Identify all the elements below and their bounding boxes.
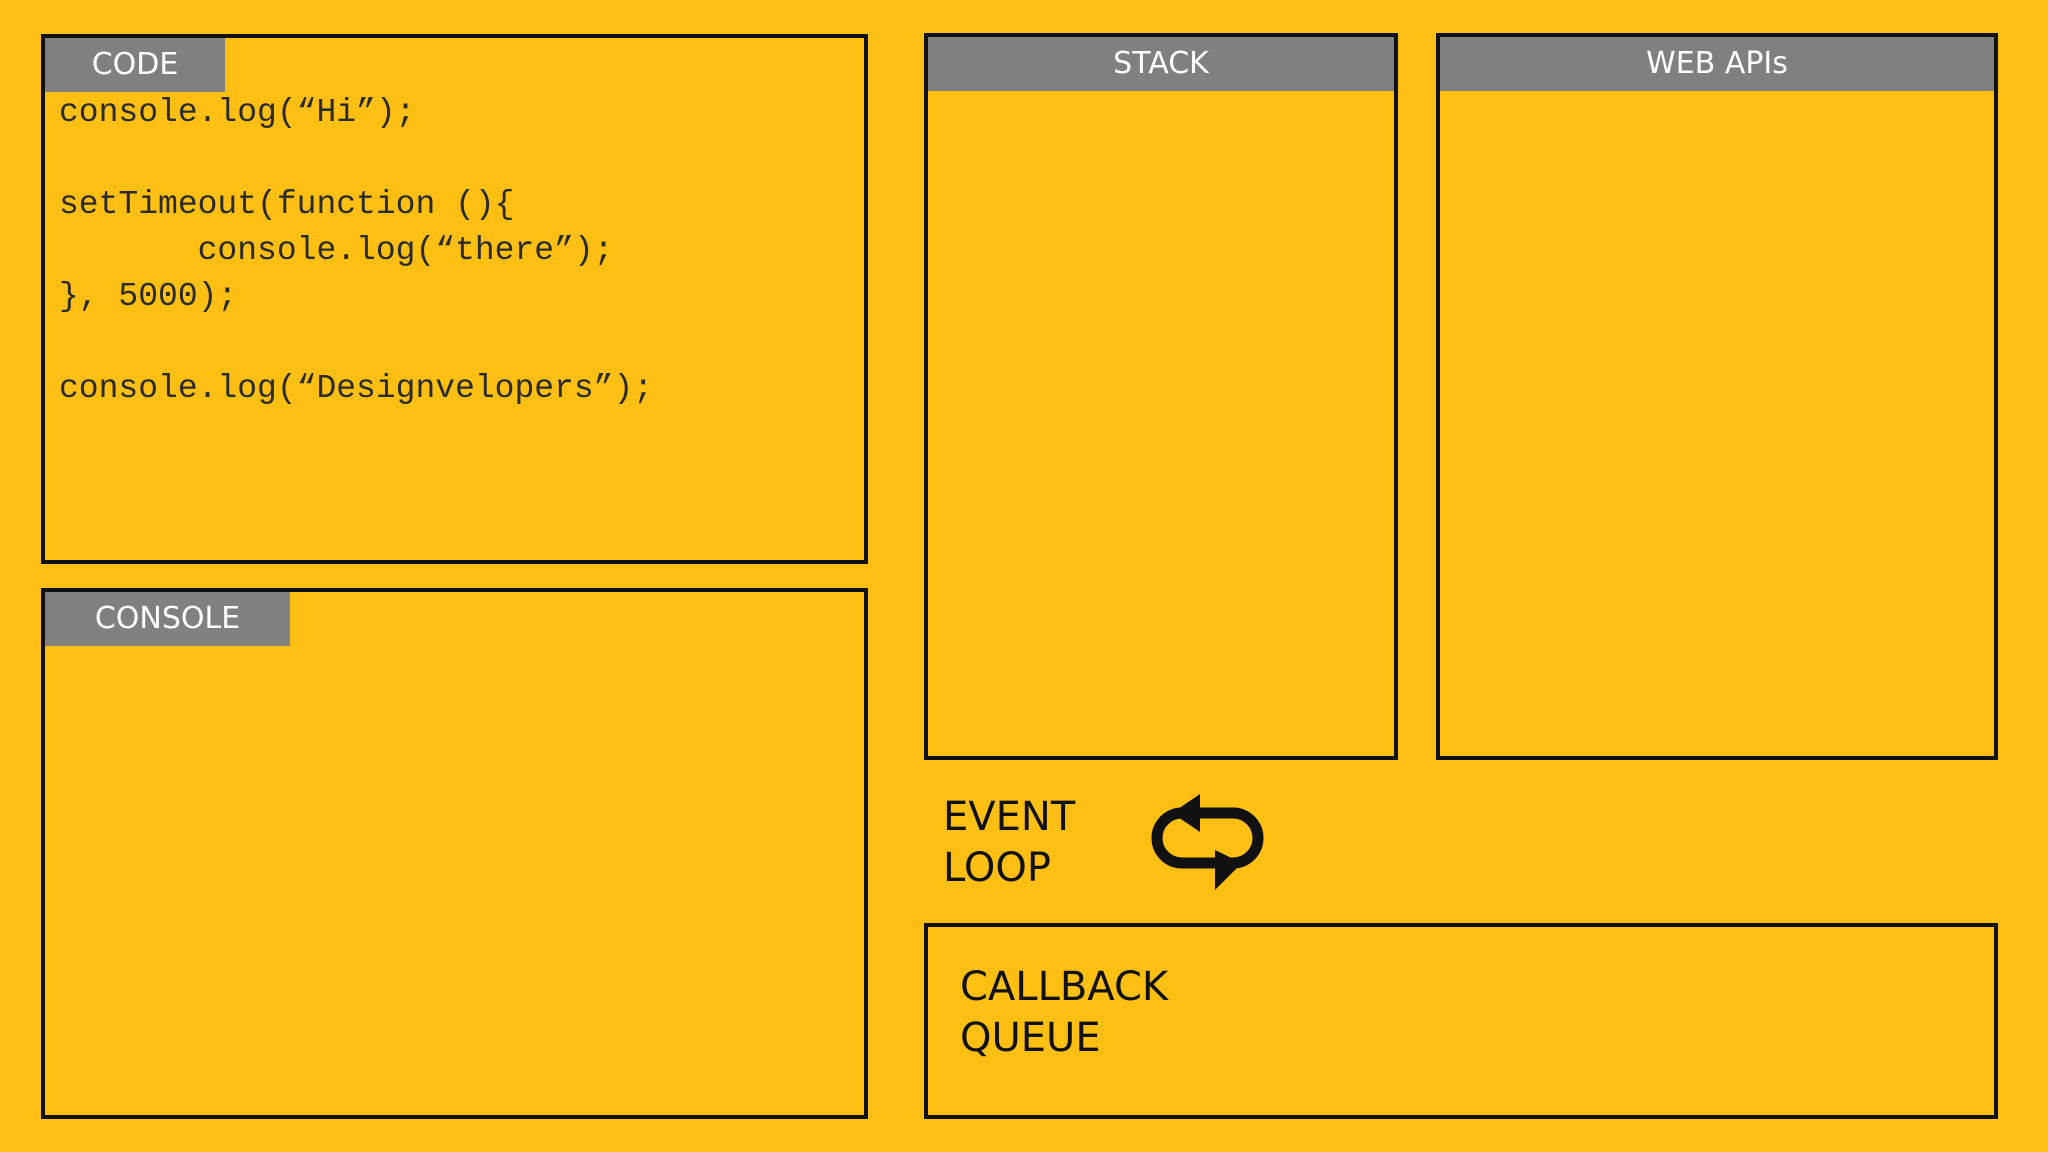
code-line	[59, 136, 653, 182]
web-apis-panel: WEB APIs	[1436, 33, 1998, 760]
code-panel: CODE console.log(“Hi”); setTimeout(funct…	[41, 34, 868, 564]
loop-arrows-icon	[1151, 794, 1264, 890]
code-line: console.log(“Designvelopers”);	[59, 370, 654, 407]
callback-queue-line-2: QUEUE	[960, 1015, 1101, 1061]
stack-header: STACK	[928, 37, 1394, 91]
web-apis-header: WEB APIs	[1440, 37, 1994, 91]
console-tab: CONSOLE	[45, 592, 290, 646]
event-loop-line-2: LOOP	[943, 845, 1051, 891]
code-line: console.log(“Hi”);	[59, 94, 416, 131]
event-loop-line-1: EVENT	[943, 794, 1076, 840]
code-tab: CODE	[45, 38, 225, 92]
code-line: setTimeout(function (){	[59, 186, 515, 223]
event-loop-label: EVENT LOOP	[943, 792, 1075, 894]
stack-panel: STACK	[924, 33, 1398, 760]
code-block: console.log(“Hi”); setTimeout(function (…	[59, 90, 653, 412]
callback-queue-label: CALLBACK QUEUE	[960, 962, 1168, 1064]
code-line	[59, 320, 653, 366]
callback-queue-line-1: CALLBACK	[960, 964, 1169, 1010]
callback-queue-panel: CALLBACK QUEUE	[924, 923, 1998, 1119]
code-line: console.log(“there”);	[59, 232, 614, 269]
code-line: }, 5000);	[59, 278, 238, 315]
console-panel: CONSOLE	[41, 588, 868, 1119]
